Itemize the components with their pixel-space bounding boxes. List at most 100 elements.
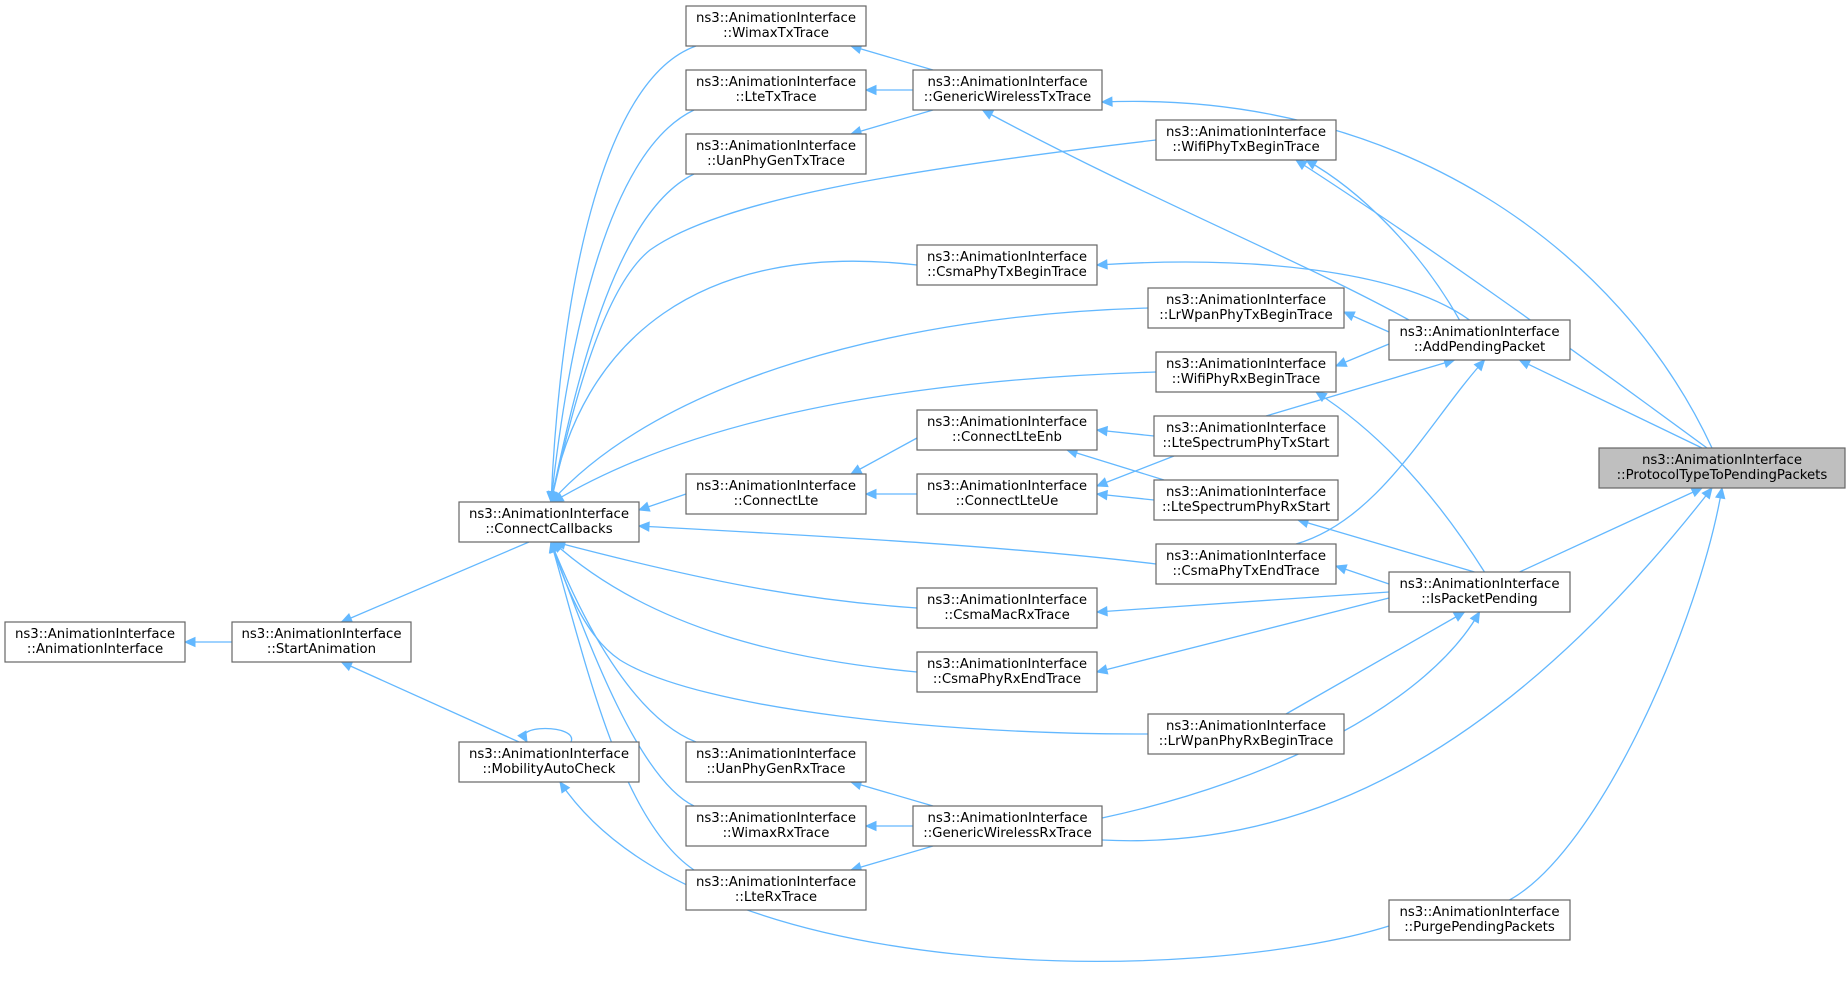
node-connlte[interactable]: ns3::AnimationInterface::ConnectLte: [685, 473, 867, 515]
edge-lrwpanrxb-to-conncb: [549, 540, 1149, 735]
node-ltespectx[interactable]: ns3::AnimationInterface::LteSpectrumPhyT…: [1153, 415, 1339, 457]
node-box[interactable]: [685, 69, 867, 111]
node-box[interactable]: [685, 133, 867, 175]
node-wimaxtx[interactable]: ns3::AnimationInterface::WimaxTxTrace: [685, 5, 867, 47]
node-box[interactable]: [685, 805, 867, 847]
node-connenb[interactable]: ns3::AnimationInterface::ConnectLteEnb: [916, 409, 1098, 451]
edge-line: [1285, 611, 1465, 715]
node-label-line2: ::UanPhyGenRxTrace: [707, 762, 846, 777]
node-box[interactable]: [916, 473, 1098, 515]
node-label-line2: ::WifiPhyRxBeginTrace: [1172, 372, 1320, 387]
edge-proto-to-wifitxb: [1294, 159, 1708, 449]
arrowhead-icon: [1095, 664, 1109, 675]
edge-ispend-to-csmarxe: [1095, 597, 1390, 675]
node-box[interactable]: [916, 244, 1098, 286]
node-csmarxe[interactable]: ns3::AnimationInterface::CsmaPhyRxEndTra…: [916, 651, 1098, 693]
edge-purge-to-proto: [1509, 486, 1726, 901]
node-addpend[interactable]: ns3::AnimationInterface::AddPendingPacke…: [1388, 319, 1571, 361]
edge-line: [1101, 487, 1713, 842]
node-lrwpanrxb[interactable]: ns3::AnimationInterface::LrWpanPhyRxBegi…: [1147, 713, 1345, 755]
node-box[interactable]: [458, 741, 640, 783]
node-box[interactable]: [916, 587, 1098, 629]
node-box[interactable]: [916, 409, 1098, 451]
node-box[interactable]: [1147, 287, 1345, 329]
node-box[interactable]: [916, 651, 1098, 693]
edge-connue-to-connlte: [864, 488, 917, 500]
node-gentx[interactable]: ns3::AnimationInterface::GenericWireless…: [912, 69, 1103, 111]
node-csmamacrx[interactable]: ns3::AnimationInterface::CsmaMacRxTrace: [916, 587, 1098, 629]
node-ltetx[interactable]: ns3::AnimationInterface::LteTxTrace: [685, 69, 867, 111]
arrowhead-icon: [1469, 610, 1481, 624]
node-uanrx[interactable]: ns3::AnimationInterface::UanPhyGenRxTrac…: [685, 741, 867, 783]
node-box[interactable]: [1153, 415, 1339, 457]
node-wifirxb[interactable]: ns3::AnimationInterface::WifiPhyRxBeginT…: [1155, 351, 1337, 393]
edge-uantx-to-conncb: [547, 173, 695, 504]
edge-gentx-to-ltetx: [864, 84, 913, 96]
node-ltespecrx[interactable]: ns3::AnimationInterface::LteSpectrumPhyR…: [1153, 479, 1339, 521]
node-label-line2: ::CsmaPhyTxEndTrace: [1172, 564, 1319, 579]
edge-line: [550, 541, 697, 743]
edge-genrx-to-wimaxrx: [864, 820, 913, 832]
node-box[interactable]: [685, 5, 867, 47]
node-lrwpantxb[interactable]: ns3::AnimationInterface::LrWpanPhyTxBegi…: [1147, 287, 1345, 329]
node-box[interactable]: [1147, 713, 1345, 755]
node-csmatxb[interactable]: ns3::AnimationInterface::CsmaPhyTxBeginT…: [916, 244, 1098, 286]
node-label-line1: ns3::AnimationInterface: [1166, 125, 1326, 140]
arrowhead-icon: [864, 84, 877, 96]
node-wifitxb[interactable]: ns3::AnimationInterface::WifiPhyTxBeginT…: [1155, 119, 1337, 161]
arrowhead-icon: [981, 109, 995, 120]
node-start[interactable]: ns3::AnimationInterface::StartAnimation: [231, 621, 412, 663]
node-box[interactable]: [912, 805, 1103, 847]
edge-wimaxtx-to-conncb: [546, 45, 697, 504]
node-label-line1: ns3::AnimationInterface: [696, 747, 856, 762]
arrowhead-icon: [637, 521, 650, 532]
node-label-line2: ::LteRxTrace: [735, 890, 817, 905]
node-csmatxe[interactable]: ns3::AnimationInterface::CsmaPhyTxEndTra…: [1155, 543, 1337, 585]
node-box[interactable]: [4, 621, 186, 663]
node-box[interactable]: [1155, 351, 1337, 393]
edge-lterx-to-conncb: [548, 540, 695, 871]
arrowhead-icon: [1294, 159, 1308, 171]
node-box[interactable]: [685, 869, 867, 911]
node-label-line1: ns3::AnimationInterface: [241, 627, 401, 642]
node-box[interactable]: [1388, 571, 1571, 613]
node-box[interactable]: [1598, 447, 1846, 489]
node-box[interactable]: [685, 473, 867, 515]
node-box[interactable]: [1153, 479, 1339, 521]
node-wimaxrx[interactable]: ns3::AnimationInterface::WimaxRxTrace: [685, 805, 867, 847]
node-box[interactable]: [1388, 319, 1571, 361]
edge-line: [554, 541, 918, 609]
arrowhead-icon: [551, 492, 565, 503]
arrowhead-icon: [1314, 391, 1328, 403]
edge-conncb-to-start: [340, 541, 530, 623]
node-lterx[interactable]: ns3::AnimationInterface::LteRxTrace: [685, 869, 867, 911]
node-box[interactable]: [912, 69, 1103, 111]
node-genrx[interactable]: ns3::AnimationInterface::GenericWireless…: [912, 805, 1103, 847]
node-box[interactable]: [1388, 899, 1571, 941]
node-mobility[interactable]: ns3::AnimationInterface::MobilityAutoChe…: [458, 741, 640, 783]
node-conncb[interactable]: ns3::AnimationInterface::ConnectCallback…: [458, 501, 640, 543]
node-uantx[interactable]: ns3::AnimationInterface::UanPhyGenTxTrac…: [685, 133, 867, 175]
node-label-line1: ns3::AnimationInterface: [696, 875, 856, 890]
edge-mobility-to-start: [340, 661, 520, 743]
node-purge[interactable]: ns3::AnimationInterface::PurgePendingPac…: [1388, 899, 1571, 941]
node-box[interactable]: [458, 501, 640, 543]
node-ispend[interactable]: ns3::AnimationInterface::IsPacketPending: [1388, 571, 1571, 613]
node-ctor[interactable]: ns3::AnimationInterface::AnimationInterf…: [4, 621, 186, 663]
node-proto[interactable]: ns3::AnimationInterface::ProtocolTypeToP…: [1598, 447, 1846, 489]
arrowhead-icon: [559, 780, 571, 794]
node-label-line2: ::GenericWirelessTxTrace: [924, 90, 1091, 105]
node-connue[interactable]: ns3::AnimationInterface::ConnectLteUe: [916, 473, 1098, 515]
edge-start-to-ctor: [183, 636, 232, 648]
node-label-line2: ::UanPhyGenTxTrace: [707, 154, 845, 169]
node-box[interactable]: [1155, 119, 1337, 161]
node-label-line1: ns3::AnimationInterface: [696, 75, 856, 90]
node-box[interactable]: [231, 621, 412, 663]
node-label-line1: ns3::AnimationInterface: [1166, 357, 1326, 372]
node-box[interactable]: [1155, 543, 1337, 585]
arrowhead-icon: [1715, 486, 1726, 500]
node-box[interactable]: [685, 741, 867, 783]
edge-line: [550, 45, 697, 503]
edge-line: [552, 541, 918, 673]
edge-gentx-to-uantx: [849, 109, 934, 137]
